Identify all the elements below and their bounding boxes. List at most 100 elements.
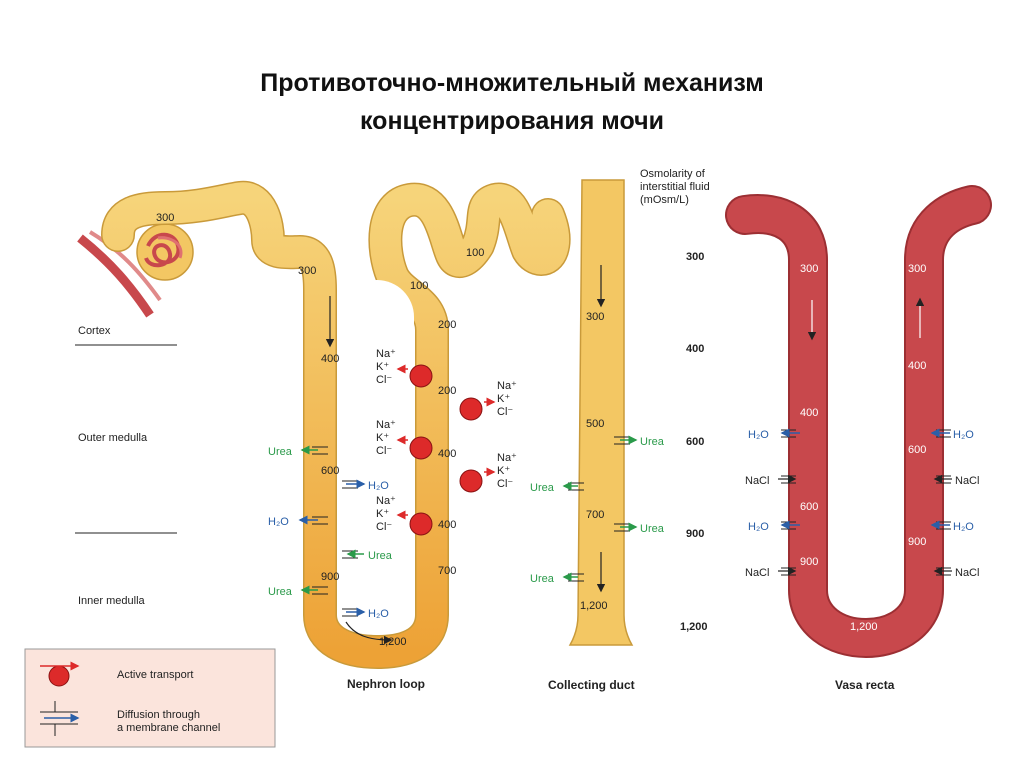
pump-group-4: Na⁺ K⁺ Cl⁻ bbox=[459, 452, 517, 493]
urea-label: Urea bbox=[268, 586, 293, 598]
pump-group-2: Na⁺ K⁺ Cl⁻ bbox=[459, 380, 517, 421]
vasa-right-600: 600 bbox=[908, 444, 926, 456]
ion-cl: Cl⁻ bbox=[497, 478, 513, 490]
caption-nephron-loop: Nephron loop bbox=[347, 677, 425, 691]
pump-group-5: Na⁺ K⁺ Cl⁻ bbox=[376, 495, 433, 536]
vasa-left-600: 600 bbox=[800, 501, 818, 513]
ion-k: K⁺ bbox=[497, 465, 510, 477]
ion-na: Na⁺ bbox=[376, 495, 396, 507]
urea-label: Urea bbox=[530, 482, 555, 494]
duct-channel-urea-1: Urea bbox=[614, 435, 665, 448]
flow-arrow-loop-turn bbox=[345, 621, 393, 645]
zone-label-inner-medulla: Inner medulla bbox=[78, 595, 146, 607]
nephron-value-asc-700: 700 bbox=[438, 565, 456, 577]
nephron-value-desc-900: 900 bbox=[321, 571, 339, 583]
pump-group-1: Na⁺ K⁺ Cl⁻ bbox=[376, 348, 433, 388]
channel-water-3: H₂O bbox=[342, 607, 389, 620]
vasa-right-400: 400 bbox=[908, 360, 926, 372]
caption-collecting-duct: Collecting duct bbox=[548, 678, 635, 692]
nephron-tubule bbox=[101, 180, 571, 669]
vasa-bottom-1200: 1,200 bbox=[850, 621, 878, 633]
channel-urea-1: Urea bbox=[268, 445, 328, 458]
nephron-value-bottom: 1,200 bbox=[379, 636, 407, 648]
title-line-1: Противоточно-множительный механизм bbox=[260, 69, 764, 97]
nephron-value-asc-200-mid: 200 bbox=[438, 385, 456, 397]
vasa-right-nacl-2: NaCl bbox=[933, 566, 979, 579]
vasa-left-300: 300 bbox=[800, 263, 818, 275]
page-title: Противоточно-множительный механизм конце… bbox=[0, 64, 1024, 140]
glomerulus bbox=[77, 223, 194, 318]
nephron-value-desc-400: 400 bbox=[321, 353, 339, 365]
nacl-label: NaCl bbox=[745, 475, 769, 487]
osmolarity-value-900: 900 bbox=[686, 528, 704, 540]
nacl-label: NaCl bbox=[955, 567, 979, 579]
nephron-value-desc-600: 600 bbox=[321, 465, 339, 477]
ion-k: K⁺ bbox=[497, 393, 510, 405]
duct-channel-urea-3: Urea bbox=[614, 522, 665, 535]
urea-label: Urea bbox=[268, 446, 293, 458]
duct-value-700: 700 bbox=[586, 509, 604, 521]
caption-vasa-recta: Vasa recta bbox=[835, 678, 895, 692]
duct-value-500: 500 bbox=[586, 418, 604, 430]
water-label: H₂O bbox=[748, 429, 769, 441]
nephron-value-asc-100: 100 bbox=[410, 280, 428, 292]
nephron-value-distal-100: 100 bbox=[466, 247, 484, 259]
vasa-right-water-2: H₂O bbox=[930, 520, 974, 533]
osmolarity-value-600: 600 bbox=[686, 436, 704, 448]
urea-label: Urea bbox=[368, 550, 393, 562]
osmolarity-value-400: 400 bbox=[686, 343, 704, 355]
urea-label: Urea bbox=[530, 573, 555, 585]
zone-label-cortex: Cortex bbox=[78, 325, 111, 337]
osmolarity-value-300: 300 bbox=[686, 251, 704, 263]
vasa-right-nacl-1: NaCl bbox=[933, 474, 979, 487]
water-label: H₂O bbox=[368, 480, 389, 492]
osmolarity-header-2: interstitial fluid bbox=[640, 181, 710, 193]
vasa-left-nacl-2: NaCl bbox=[745, 566, 797, 579]
ion-na: Na⁺ bbox=[497, 452, 517, 464]
vasa-right-water-1: H₂O bbox=[930, 428, 974, 441]
ion-cl: Cl⁻ bbox=[376, 521, 392, 533]
legend: Active transport Diffusion through a mem… bbox=[24, 648, 276, 748]
vasa-left-water-1: H₂O bbox=[748, 428, 800, 441]
vasa-left-400: 400 bbox=[800, 407, 818, 419]
nephron-value-asc-200-top: 200 bbox=[438, 319, 456, 331]
duct-channel-urea-2: Urea bbox=[530, 481, 584, 494]
title-line-2: концентрирования мочи bbox=[360, 107, 664, 135]
legend-active-transport: Active transport bbox=[117, 669, 193, 681]
legend-channel-icon bbox=[40, 701, 80, 736]
channel-urea-2: Urea bbox=[342, 549, 393, 562]
duct-value-1200: 1,200 bbox=[580, 600, 608, 612]
legend-pump-icon bbox=[48, 665, 70, 687]
zone-label-outer-medulla: Outer medulla bbox=[78, 432, 148, 444]
vasa-right-900: 900 bbox=[908, 536, 926, 548]
nephron-value-asc-400-low: 400 bbox=[438, 519, 456, 531]
vasa-left-nacl-1: NaCl bbox=[745, 474, 797, 487]
ion-cl: Cl⁻ bbox=[497, 406, 513, 418]
ion-k: K⁺ bbox=[376, 361, 389, 373]
ion-k: K⁺ bbox=[376, 432, 389, 444]
water-label: H₂O bbox=[953, 521, 974, 533]
water-label: H₂O bbox=[368, 608, 389, 620]
ion-cl: Cl⁻ bbox=[376, 374, 392, 386]
vasa-right-300: 300 bbox=[908, 263, 926, 275]
nacl-label: NaCl bbox=[955, 475, 979, 487]
ion-na: Na⁺ bbox=[497, 380, 517, 392]
vasa-recta-vessel bbox=[725, 185, 992, 659]
legend-diffusion-line2: a membrane channel bbox=[117, 722, 220, 734]
nephron-value-cortex: 300 bbox=[156, 212, 174, 224]
ion-na: Na⁺ bbox=[376, 348, 396, 360]
duct-channel-urea-4: Urea bbox=[530, 572, 584, 585]
water-label: H₂O bbox=[268, 516, 289, 528]
channel-urea-3: Urea bbox=[268, 585, 328, 598]
pump-group-3: Na⁺ K⁺ Cl⁻ bbox=[376, 419, 433, 460]
osmolarity-header-3: (mOsm/L) bbox=[640, 194, 689, 206]
osmolarity-value-1200: 1,200 bbox=[680, 621, 708, 633]
water-label: H₂O bbox=[748, 521, 769, 533]
nacl-label: NaCl bbox=[745, 567, 769, 579]
nephron-value-desc-300: 300 bbox=[298, 265, 316, 277]
nephron-value-asc-400-high: 400 bbox=[438, 448, 456, 460]
ion-cl: Cl⁻ bbox=[376, 445, 392, 457]
vasa-left-water-2: H₂O bbox=[748, 520, 800, 533]
ion-k: K⁺ bbox=[376, 508, 389, 520]
